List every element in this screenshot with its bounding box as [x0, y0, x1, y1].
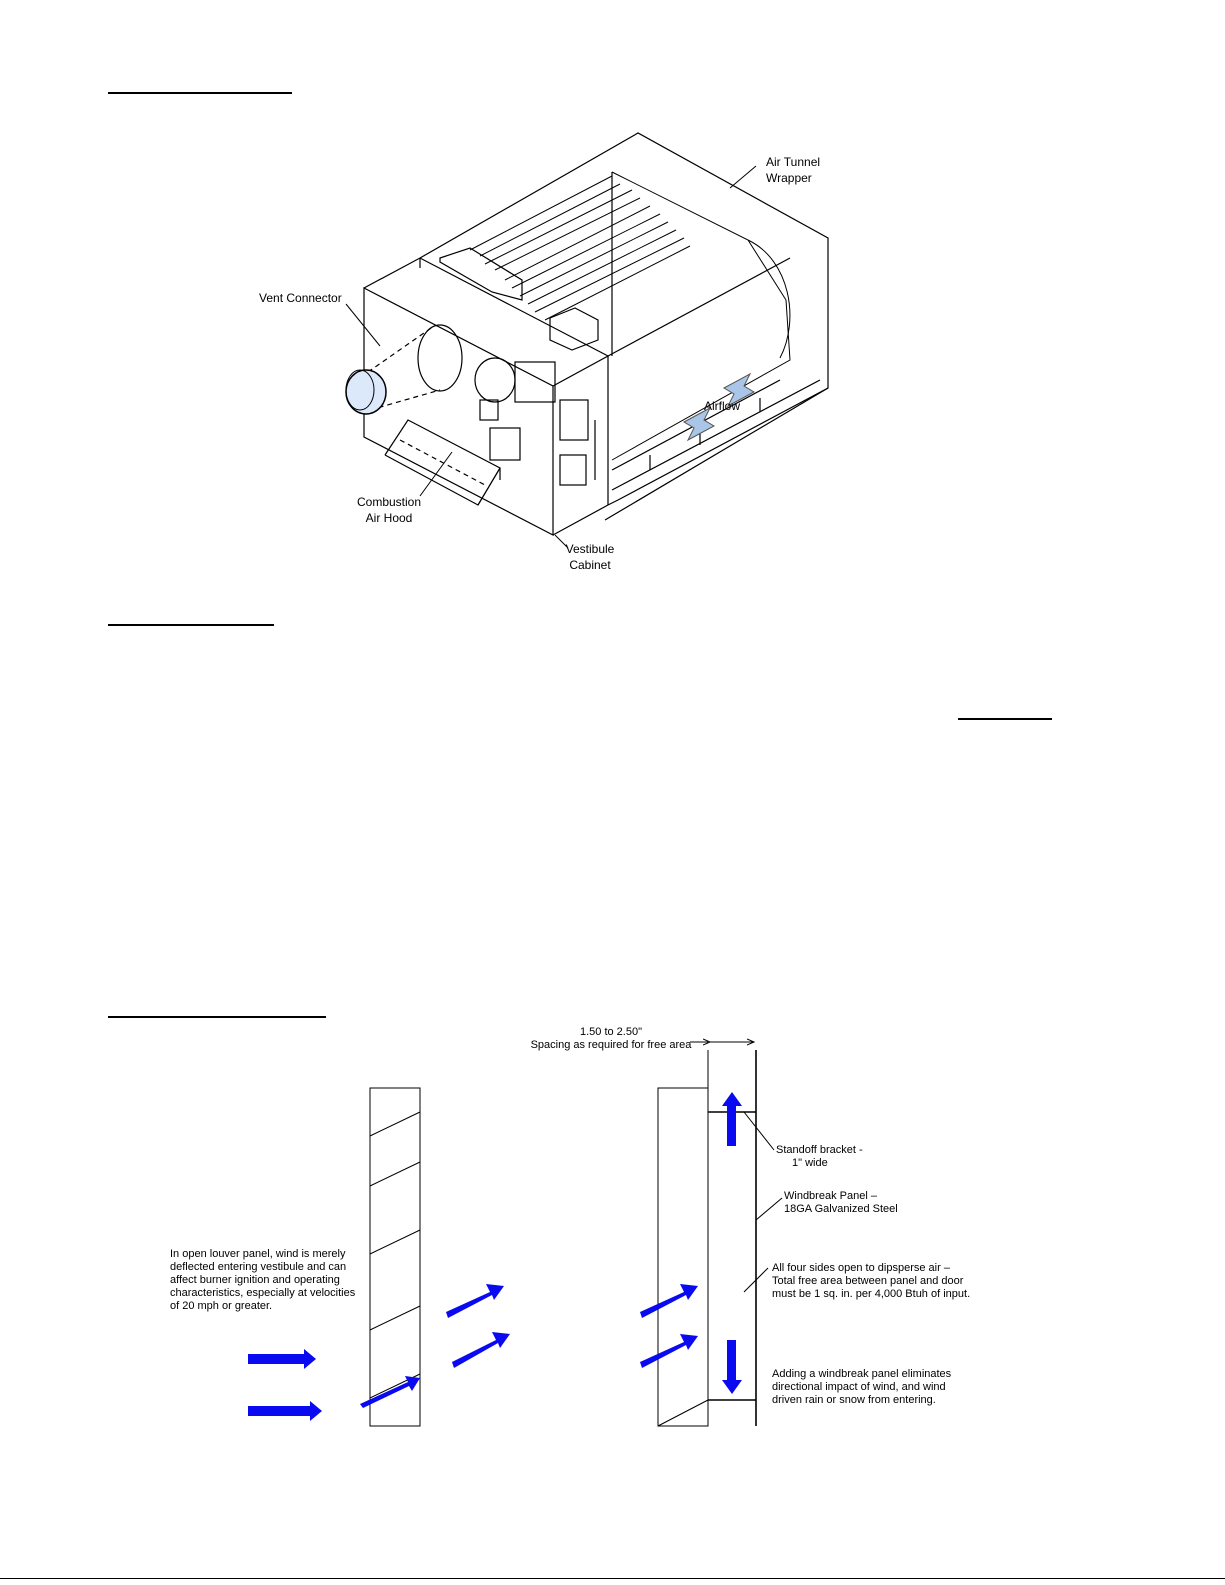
wind-arrow-icon [452, 1332, 510, 1368]
section-rule-1 [108, 92, 292, 94]
spacing-dimension-label: 1.50 to 2.50" Spacing as required for fr… [528, 1026, 694, 1052]
adding-windbreak-note: Adding a windbreak panel eliminates dire… [772, 1368, 951, 1407]
wind-arrow-icon [446, 1284, 504, 1318]
vestibule-cabinet-label: Vestibule Cabinet [562, 541, 618, 573]
air-tunnel-label-line1: Air Tunnel [766, 155, 821, 169]
airflow-arrow-icon [682, 406, 716, 442]
standoff-bracket-label: Standoff bracket - 1" wide [776, 1144, 863, 1170]
wind-arrow-icon [640, 1334, 698, 1368]
combustion-label-line1: Combustion [356, 495, 422, 509]
air-tunnel-label: Air Tunnel Wrapper [766, 154, 820, 186]
louver-line1: In open louver panel, wind is merely [170, 1248, 346, 1260]
page-bottom-rule [0, 1578, 1225, 1579]
down-arrow-icon [722, 1340, 742, 1394]
section-rule-2 [108, 624, 274, 626]
louver-line4: characteristics, especially at velocitie… [170, 1287, 356, 1299]
adding-line3: driven rain or snow from entering. [772, 1394, 936, 1406]
vestibule-label-line1: Vestibule [565, 542, 615, 556]
spacing-value: 1.50 to 2.50" [579, 1026, 642, 1038]
wind-arrow-icon [248, 1349, 316, 1369]
open-sides-line1: All four sides open to dipsperse air – [772, 1262, 950, 1274]
open-sides-line2: Total free area between panel and door [772, 1275, 964, 1287]
section-rule-3 [958, 718, 1052, 720]
spacing-note: Spacing as required for free area [530, 1039, 692, 1051]
vestibule-label-line2: Cabinet [569, 558, 611, 572]
standoff-line2: 1" wide [792, 1157, 828, 1169]
heater-assembly-diagram [345, 132, 829, 549]
standoff-line1: Standoff bracket - [776, 1144, 863, 1156]
louver-line3: affect burner ignition and operating [170, 1274, 340, 1286]
vent-connector-label: Vent Connector [259, 291, 342, 305]
wind-arrow-icon [248, 1401, 322, 1421]
wind-arrow-icon [640, 1284, 698, 1318]
adding-line2: directional impact of wind, and wind [772, 1381, 946, 1393]
louver-line2: deflected entering vestibule and can [170, 1261, 347, 1273]
air-tunnel-label-line2: Wrapper [766, 171, 812, 185]
adding-line1: Adding a windbreak panel eliminates [772, 1368, 952, 1380]
open-louver-note: In open louver panel, wind is merely def… [170, 1248, 355, 1313]
open-sides-note: All four sides open to dipsperse air – T… [772, 1262, 970, 1301]
combustion-label-line2: Air Hood [365, 511, 413, 525]
windbreak-panel-label: Windbreak Panel – 18GA Galvanized Steel [784, 1190, 898, 1216]
section-rule-4 [108, 1016, 326, 1018]
airflow-label: Airflow [704, 399, 741, 413]
windbreak-line2: 18GA Galvanized Steel [784, 1203, 898, 1215]
combustion-air-hood-label: Combustion Air Hood [354, 494, 424, 526]
windbreak-line1: Windbreak Panel – [784, 1190, 877, 1202]
open-sides-line3: must be 1 sq. in. per 4,000 Btuh of inpu… [772, 1288, 971, 1300]
louver-line5: of 20 mph or greater. [170, 1300, 273, 1312]
airflow-arrow-icon [722, 372, 756, 408]
wind-arrow-icon [360, 1376, 420, 1408]
up-arrow-icon [722, 1092, 742, 1146]
